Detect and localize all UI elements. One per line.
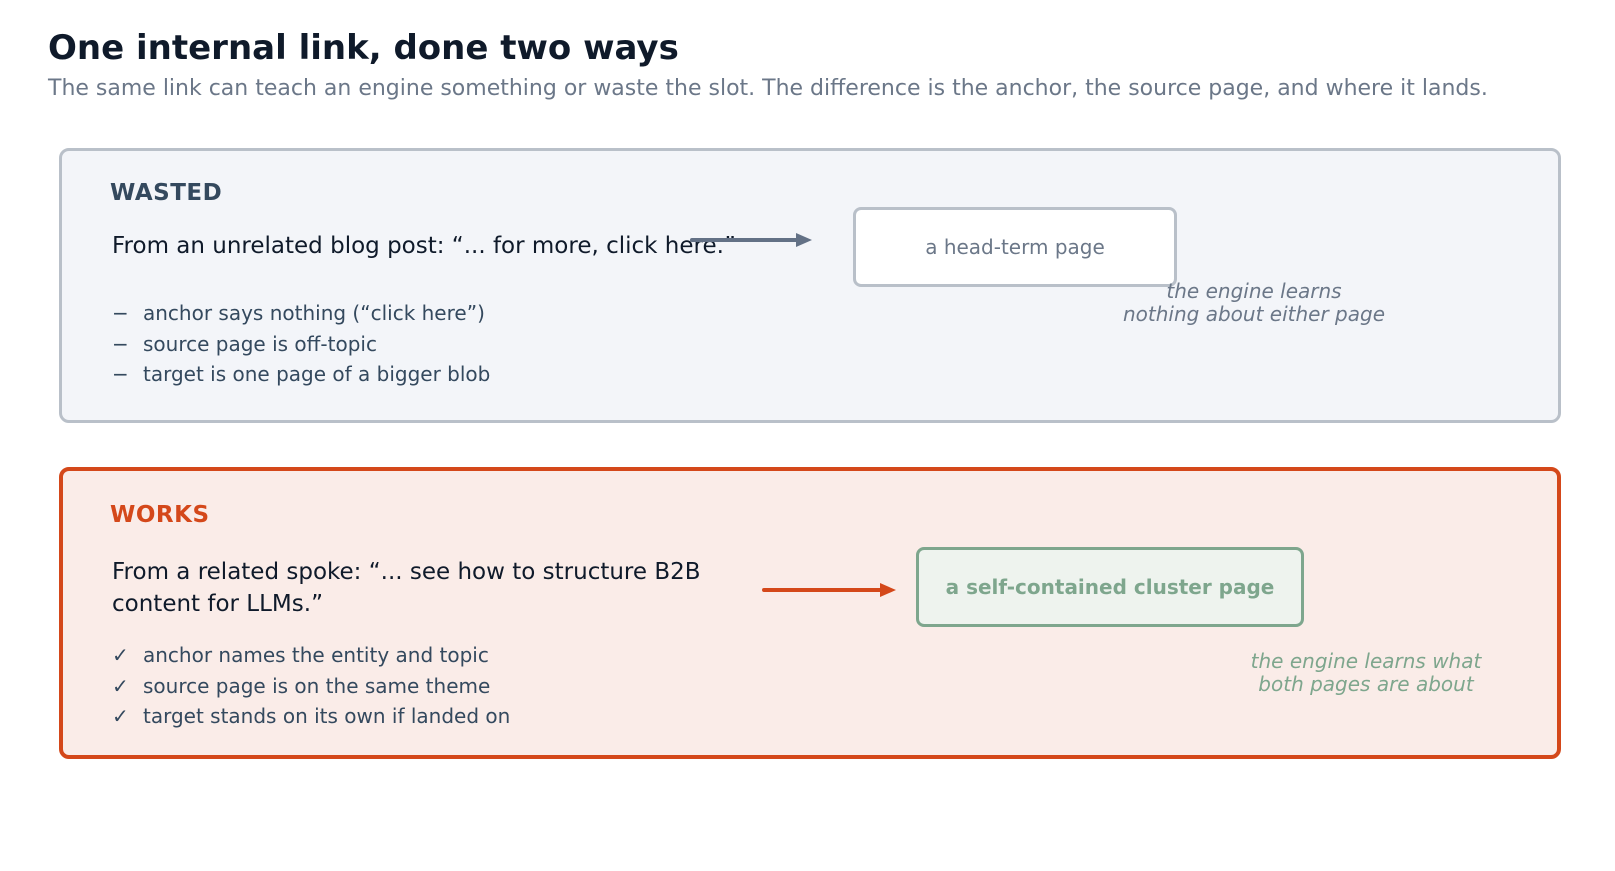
works-example-text: From a related spoke: “... see how to st… bbox=[112, 559, 701, 617]
works-lesson-text: the engine learns what both pages are ab… bbox=[1250, 649, 1482, 696]
works-bullet-text: target stands on its own if landed on bbox=[143, 704, 511, 728]
wasted-target-label: a head-term page bbox=[925, 235, 1105, 259]
wasted-lesson: the engine learns nothing about either p… bbox=[1104, 280, 1404, 326]
minus-icon: − bbox=[112, 362, 129, 386]
check-icon: ✓ bbox=[112, 643, 129, 667]
works-bullet: ✓ target stands on its own if landed on bbox=[112, 701, 510, 732]
wasted-heading: WASTED bbox=[110, 180, 223, 206]
wasted-bullet-list: −anchor says nothing (“click here”) −sou… bbox=[112, 298, 490, 390]
check-icon: ✓ bbox=[112, 673, 129, 698]
check-icon: ✓ bbox=[112, 704, 129, 728]
wasted-lesson-text: the engine learns nothing about either p… bbox=[1123, 279, 1385, 326]
wasted-bullet: −source page is off-topic bbox=[112, 329, 490, 360]
works-panel bbox=[59, 467, 1561, 759]
works-arrow-icon bbox=[762, 583, 896, 597]
wasted-bullet: −target is one page of a bigger blob bbox=[112, 359, 490, 390]
works-heading: WORKS bbox=[110, 502, 210, 528]
works-target-box: a self-contained cluster page bbox=[916, 547, 1304, 627]
works-target-label: a self-contained cluster page bbox=[945, 574, 1275, 599]
page-title: One internal link, done two ways bbox=[48, 28, 679, 68]
works-bullet: ✓ anchor names the entity and topic bbox=[112, 640, 510, 671]
wasted-bullet-text: target is one page of a bigger blob bbox=[143, 362, 491, 386]
wasted-bullet: −anchor says nothing (“click here”) bbox=[112, 298, 490, 329]
works-lesson: the engine learns what both pages are ab… bbox=[1226, 650, 1506, 696]
wasted-bullet-text: anchor says nothing (“click here”) bbox=[143, 301, 485, 325]
works-bullet: ✓ source page is on the same theme bbox=[112, 671, 510, 702]
wasted-arrow-icon bbox=[690, 233, 812, 247]
wasted-target-box: a head-term page bbox=[853, 207, 1177, 287]
wasted-panel bbox=[59, 148, 1561, 423]
page-subtitle: The same link can teach an engine someth… bbox=[48, 76, 1488, 101]
works-bullet-list: ✓ anchor names the entity and topic ✓ sour… bbox=[112, 640, 510, 732]
works-bullet-text: anchor names the entity and topic bbox=[143, 643, 489, 667]
minus-icon: − bbox=[112, 331, 129, 356]
works-bullet-text: source page is on the same theme bbox=[143, 673, 491, 698]
minus-icon: − bbox=[112, 301, 129, 325]
wasted-example-text: From an unrelated blog post: “... for mo… bbox=[112, 233, 736, 259]
wasted-bullet-text: source page is off-topic bbox=[143, 331, 377, 356]
